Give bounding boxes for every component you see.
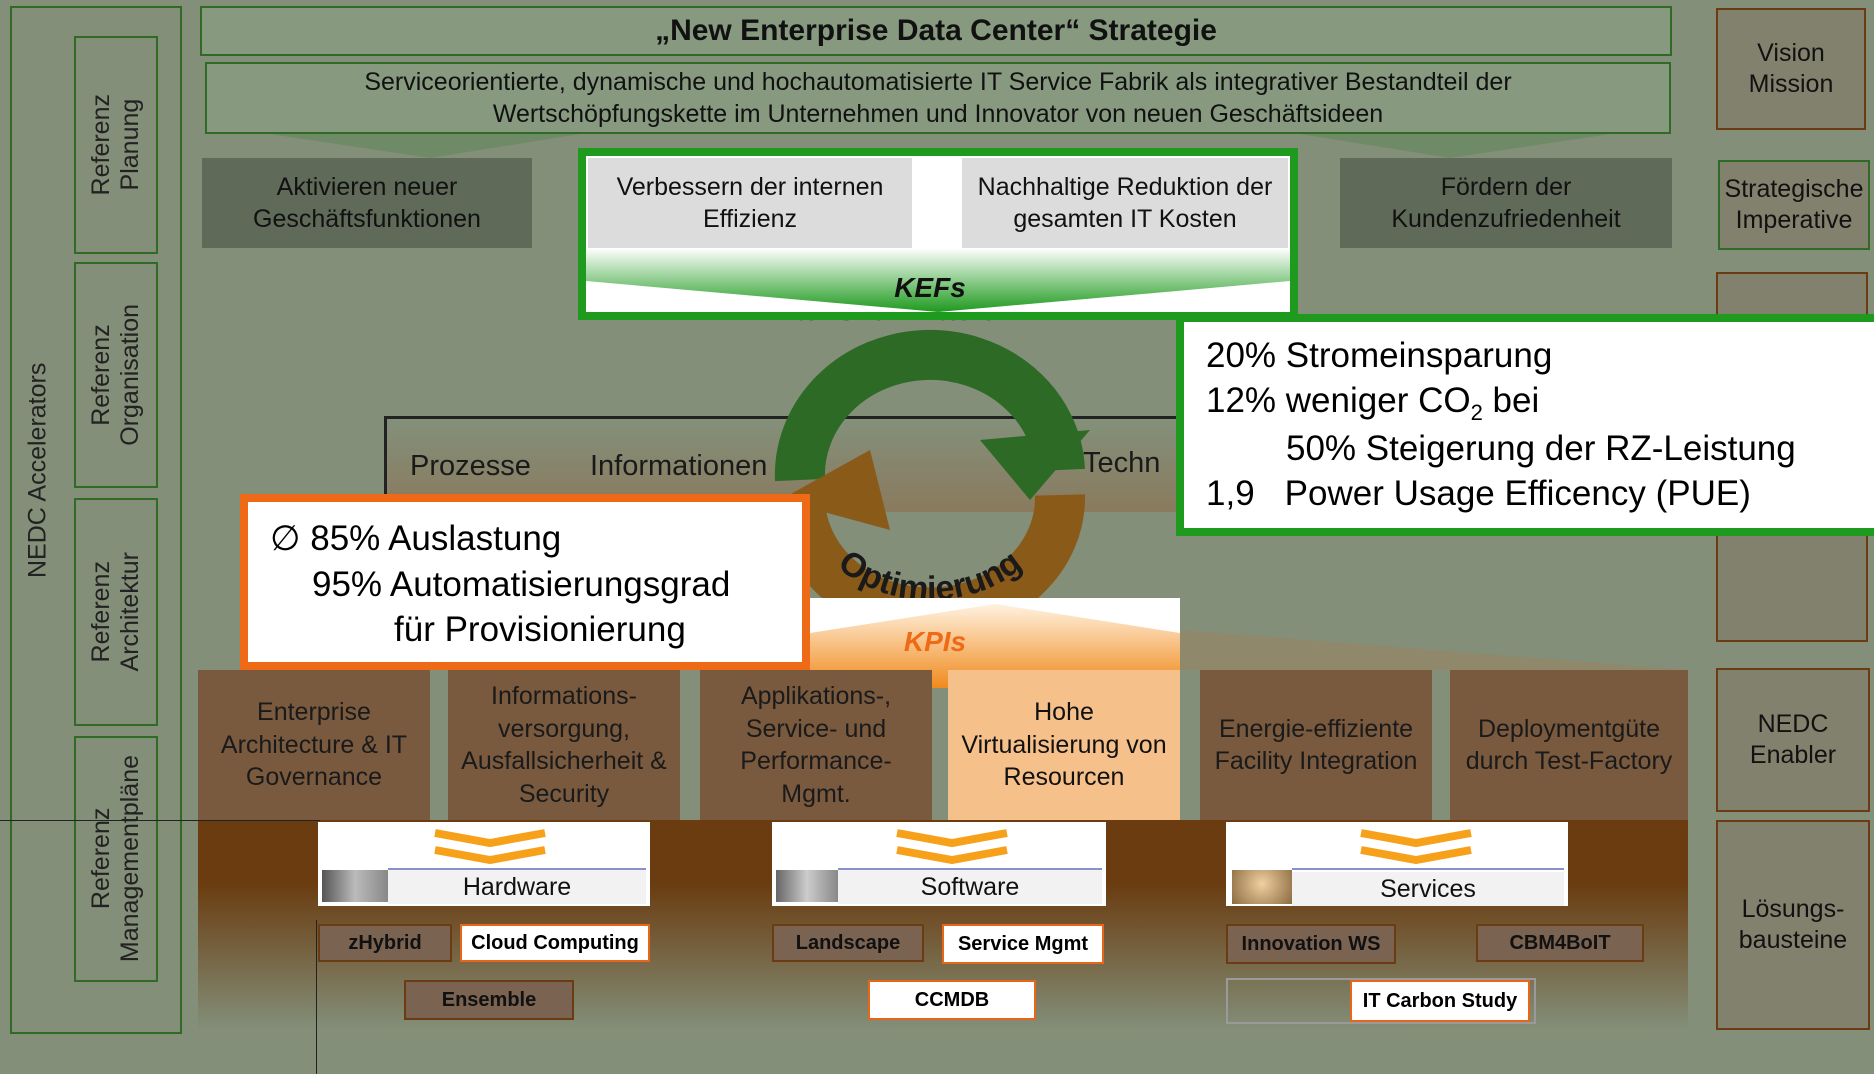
tag-innovation-ws: Innovation WS: [1226, 924, 1396, 964]
kef-verbessern-line2: Effizienz: [702, 205, 798, 233]
hardware-image: [322, 870, 388, 902]
kefs-label: KEFs: [894, 272, 966, 303]
kef-reduktion-line2: gesamten IT Kosten: [1013, 205, 1237, 233]
hardware-underline: [388, 868, 646, 870]
kef-aktivieren-box: Aktivieren neuer Geschäftsfunktionen: [202, 158, 532, 248]
tag-cbm4boit: CBM4BoIT: [1476, 924, 1644, 962]
kef-reduktion-line1: Nachhaltige Reduktion der: [977, 172, 1273, 201]
kef-foerdern-line2: Kundenzufriedenheit: [1391, 205, 1621, 233]
kef-verbessern-box: Verbessern der internen Effizienz: [588, 158, 912, 248]
tag-cloud-computing: Cloud Computing: [460, 924, 650, 962]
subtitle-line2: Wertschöpfungskette im Unternehmen und I…: [492, 100, 1384, 128]
tag-landscape: Landscape: [772, 924, 924, 962]
tag-ccmdb: CCMDB: [868, 980, 1036, 1020]
green-callout: 20% Stromeinsparung 12% weniger CO2 bei …: [1176, 314, 1874, 536]
kef-aktivieren-line2: Geschäftsfunktionen: [253, 205, 481, 233]
strategy-subtitle: Serviceorientierte, dynamische und hocha…: [205, 62, 1671, 134]
middle-technik: Techn: [1083, 447, 1161, 479]
chevron-down-icon: [434, 829, 546, 864]
kpi-funnel: [810, 604, 1180, 688]
referenz-architektur-line2: Architektur: [116, 552, 144, 672]
kpi-funnel-wing: [1180, 630, 1690, 670]
chevron-down-icon: [896, 829, 1008, 864]
imperative-line1: Strategische: [1724, 174, 1864, 203]
middle-prozesse: Prozesse: [410, 450, 531, 482]
tag-carbon-underlay: [1226, 978, 1536, 1024]
referenz-managementplaene-line1: Referenz: [87, 808, 116, 910]
referenz-planung-line2: Planung: [116, 99, 144, 191]
nedc-accelerators-panel: [10, 6, 182, 1034]
vision-mission-box: Vision Mission: [1716, 8, 1866, 130]
nedc-accelerators-label: NEDC Accelerators: [23, 362, 52, 578]
services-underline: [1292, 868, 1564, 870]
software-underline: [838, 868, 1102, 870]
optimierung-arrowhead: [780, 450, 890, 530]
referenz-planung-line1: Referenz: [87, 94, 116, 196]
loesungs-line1: Lösungs-: [1741, 894, 1845, 923]
software-card: Software: [772, 822, 1106, 906]
referenz-managementplaene-line2: Managementpläne: [116, 755, 144, 963]
tag-it-carbon-study: IT Carbon Study: [1350, 980, 1530, 1022]
strategy-title: „New Enterprise Data Center“ Strategie: [200, 6, 1672, 56]
hardware-card: Hardware: [318, 822, 650, 906]
software-label: Software: [838, 870, 1102, 904]
subtitle-line1: Serviceorientierte, dynamische und hocha…: [364, 67, 1512, 96]
chevron-down-icon: [1360, 829, 1472, 864]
diameter-symbol: ∅: [270, 519, 301, 558]
callout-rz: 50% Steigerung der RZ-Leistung: [1286, 428, 1796, 468]
software-image: [776, 870, 838, 902]
imperative-line2: Imperative: [1735, 206, 1853, 234]
vertical-rule: [316, 920, 317, 1074]
services-card: Services: [1226, 822, 1568, 906]
services-image: [1232, 870, 1292, 904]
kef-funnel: [586, 248, 1290, 312]
referenz-organisation-line2: Organisation: [116, 304, 144, 446]
loesungs-line2: bausteine: [1738, 926, 1848, 954]
kef-aktivieren-line1: Aktivieren neuer: [276, 172, 458, 201]
mission-line: Mission: [1748, 70, 1834, 98]
kef-reduktion-box: Nachhaltige Reduktion der gesamten IT Ko…: [962, 158, 1288, 248]
transformation-arrowhead: [980, 430, 1090, 500]
enabler-line2: Enabler: [1749, 741, 1837, 769]
enabler-line1: NEDC: [1757, 709, 1829, 738]
services-label: Services: [1292, 872, 1564, 906]
kpis-label: KPIs: [903, 626, 967, 657]
referenz-organisation-line1: Referenz: [87, 324, 116, 426]
strategische-imperative-box: Strategische Imperative: [1718, 160, 1870, 250]
middle-informationen: Informationen: [590, 450, 768, 482]
kef-foerdern-box: Fördern der Kundenzufriedenheit: [1340, 158, 1672, 248]
tag-service-mgmt: Service Mgmt: [942, 924, 1104, 964]
callout-provisionierung: für Provisionierung: [394, 610, 686, 649]
callout-auslastung: ∅ 85% Auslastung: [270, 519, 562, 558]
loesungsbausteine-box: Lösungs- bausteine: [1716, 820, 1870, 1030]
kef-verbessern-line1: Verbessern der internen: [616, 172, 884, 201]
callout-co2: 12% weniger CO2 bei: [1206, 380, 1540, 425]
callout-automatisierung: 95% Automatisierungsgrad: [312, 564, 731, 604]
tag-zhybrid: zHybrid: [318, 924, 452, 962]
transformation-label: Transformation: [760, 320, 1022, 328]
nedc-enabler-box: NEDC Enabler: [1716, 668, 1870, 812]
orange-callout: ∅ 85% Auslastung 95% Automatisierungsgra…: [240, 494, 810, 670]
hardware-label: Hardware: [388, 870, 646, 904]
tag-ensemble: Ensemble: [404, 980, 574, 1020]
transformation-cycle: Transformation Optimierung: [760, 320, 1090, 610]
horizontal-rule: [0, 820, 320, 821]
callout-strom: 20% Stromeinsparung: [1206, 336, 1553, 375]
subtitle-funnels: [270, 134, 1610, 158]
vision-line: Vision: [1757, 38, 1825, 67]
kpi-box-informationsversorgung: Informations-versorgung,Ausfallsicherhei…: [448, 670, 680, 820]
kef-foerdern-line1: Fördern der: [1440, 172, 1572, 201]
referenz-architektur-line1: Referenz: [87, 561, 116, 663]
